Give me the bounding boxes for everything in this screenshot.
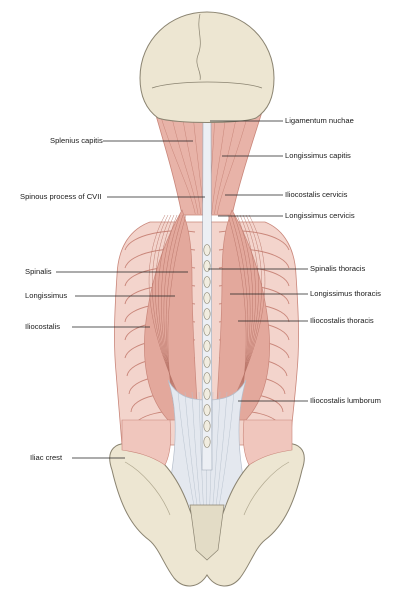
erector-fiber-left: [152, 214, 189, 419]
label-longissimus-thoracis: Longissimus thoracis: [310, 289, 381, 298]
erector-fiber-right: [223, 214, 266, 419]
neck-fiber: [170, 113, 199, 215]
spinous-processes: [203, 244, 211, 448]
label-longissimus-cervicis: Longissimus cervicis: [285, 211, 355, 220]
label-ligamentum-nuchae: Ligamentum nuchae: [285, 116, 354, 125]
leader-lines: [56, 120, 308, 459]
neck-fiber: [211, 113, 227, 215]
neck-fiber: [217, 113, 249, 215]
spinous-process: [203, 436, 211, 448]
pelvis: [109, 443, 305, 587]
label-iliocostalis: Iliocostalis: [25, 322, 61, 331]
neck-fiber: [181, 113, 201, 215]
sacrum: [189, 504, 225, 561]
label-spinalis-thoracis: Spinalis thoracis: [310, 264, 366, 273]
spinous-process: [203, 292, 211, 304]
label-iliocostalis-cervicis: Iliocostalis cervicis: [285, 190, 348, 199]
label-iliocostalis-thoracis: Iliocostalis thoracis: [310, 316, 374, 325]
spinous-process: [203, 356, 211, 368]
skull: [139, 11, 275, 123]
spinous-process: [203, 404, 211, 416]
label-spinous-process-cvii: Spinous process of CVII: [20, 192, 102, 201]
spinous-process: [203, 244, 211, 256]
label-longissimus: Longissimus: [25, 291, 68, 300]
erector-fiber-left: [148, 214, 191, 419]
label-spinalis: Spinalis: [25, 267, 52, 276]
neck-fiber: [214, 113, 238, 215]
spinous-process: [203, 420, 211, 432]
label-splenius-capitis: Splenius capitis: [50, 136, 103, 145]
spinous-process: [203, 388, 211, 400]
spinous-process: [203, 372, 211, 384]
spinous-process: [203, 276, 211, 288]
label-longissimus-capitis: Longissimus capitis: [285, 151, 351, 160]
label-iliocostalis-lumborum: Iliocostalis lumborum: [310, 396, 381, 405]
spinous-process: [203, 340, 211, 352]
spinous-process: [203, 260, 211, 272]
neck-fiber: [159, 113, 196, 215]
spinous-process: [203, 324, 211, 336]
erector-fiber-right: [225, 214, 262, 419]
label-iliac-crest: Iliac crest: [30, 453, 63, 462]
iliac-fossa-shading: [124, 461, 290, 516]
skull-suture: [151, 13, 263, 89]
spinous-process: [203, 308, 211, 320]
lumbar-muscle-band: [121, 419, 293, 466]
